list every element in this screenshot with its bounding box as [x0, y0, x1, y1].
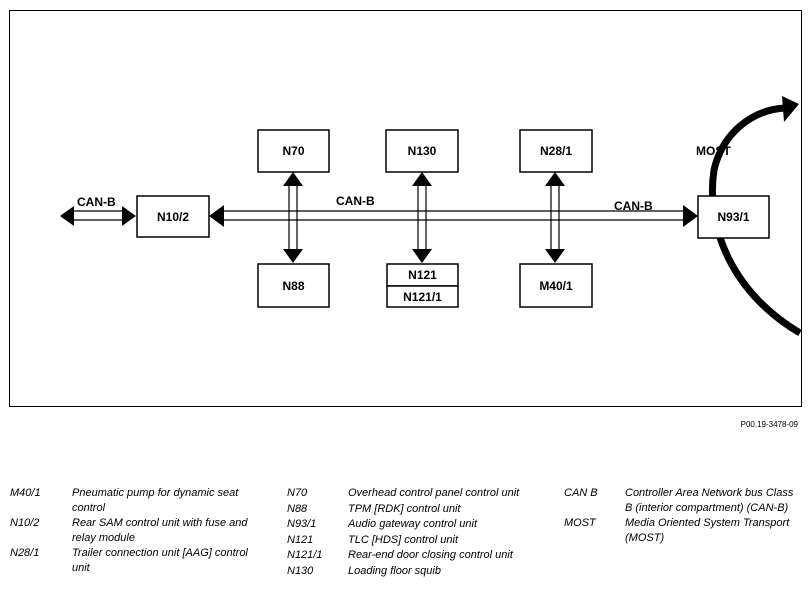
- unit-box-n88: N88: [257, 263, 330, 308]
- legend-column-3: CAN B Controller Area Network bus Class …: [564, 486, 804, 546]
- legend-description: TLC [HDS] control unit: [348, 533, 459, 546]
- legend-code: N130: [287, 564, 314, 577]
- legend-description: Rear SAM control unit with fuse and rela…: [72, 517, 248, 544]
- legend-description: Controller Area Network bus Class B (int…: [625, 487, 794, 514]
- legend-item: N93/1 Audio gateway control unit: [287, 517, 547, 532]
- legend-code: N70: [287, 487, 308, 499]
- legend-description: Trailer connection unit [AAG] control un…: [72, 547, 248, 574]
- legend-code: N93/1: [287, 518, 317, 530]
- legend-code: M40/1: [10, 487, 41, 499]
- svg-text:N121/1: N121/1: [403, 290, 442, 304]
- legend-code: N121: [287, 533, 314, 546]
- unit-box-n121-1: N121/1: [386, 285, 459, 308]
- svg-text:N121: N121: [408, 268, 437, 282]
- legend-item: M40/1 Pneumatic pump for dynamic seat co…: [10, 486, 280, 515]
- branch-n70-n88: [283, 172, 303, 263]
- legend-description: Pneumatic pump for dynamic seat control: [72, 487, 239, 514]
- svg-text:N10/2: N10/2: [157, 210, 189, 224]
- can-b-center-label: CAN-B: [336, 194, 375, 208]
- legend-code: CAN B: [564, 487, 598, 499]
- most-ring-arc: [708, 104, 802, 337]
- branch-n28-m40: [545, 172, 565, 263]
- legend-description: TPM [RDK] control unit: [348, 502, 461, 515]
- legend-item: N121 TLC [HDS] control unit: [287, 533, 547, 548]
- can-b-left-label: CAN-B: [77, 195, 116, 209]
- legend-description: Rear-end door closing control unit: [348, 549, 513, 561]
- legend-column-2: N70 Overhead control panel control unit …: [287, 486, 547, 579]
- legend-item: N10/2 Rear SAM control unit with fuse an…: [10, 516, 280, 545]
- legend-item: CAN B Controller Area Network bus Class …: [564, 486, 804, 515]
- legend-item: N130 Loading floor squib: [287, 564, 547, 579]
- unit-box-n121: N121: [386, 263, 459, 287]
- unit-box-m40-1: M40/1: [519, 263, 593, 308]
- legend-item: MOST Media Oriented System Transport (MO…: [564, 516, 804, 545]
- legend-description: Media Oriented System Transport (MOST): [625, 517, 790, 544]
- can-b-left-arrow: [60, 206, 136, 226]
- legend-code: N28/1: [10, 547, 40, 559]
- legend-code: N10/2: [10, 517, 40, 529]
- branch-n130-n121: [412, 172, 432, 263]
- svg-text:N70: N70: [282, 144, 304, 158]
- unit-box-n93-1: N93/1: [697, 195, 770, 239]
- svg-text:N130: N130: [408, 144, 437, 158]
- legend-code: MOST: [564, 517, 596, 529]
- network-diagram: MOST CAN-B CAN-B CAN-B N70: [60, 96, 802, 337]
- legend-item: N28/1 Trailer connection unit [AAG] cont…: [10, 546, 280, 575]
- legend-description: Overhead control panel control unit: [348, 487, 520, 499]
- legend-code: N121/1: [287, 549, 323, 561]
- legend-description: Audio gateway control unit: [348, 518, 478, 530]
- most-ring-arrowhead: [782, 96, 799, 122]
- svg-text:N28/1: N28/1: [540, 144, 572, 158]
- legend-description: Loading floor squib: [348, 564, 441, 577]
- legend-item: N70 Overhead control panel control unit: [287, 486, 547, 501]
- legend-item: N88 TPM [RDK] control unit: [287, 502, 547, 517]
- legend-column-1: M40/1 Pneumatic pump for dynamic seat co…: [10, 486, 280, 576]
- most-label: MOST: [696, 144, 731, 158]
- can-b-right-label: CAN-B: [614, 199, 653, 213]
- unit-box-n70: N70: [257, 129, 330, 173]
- can-b-main-bus: [209, 205, 698, 227]
- legend-item: N121/1 Rear-end door closing control uni…: [287, 548, 547, 563]
- diagram-frame: [9, 10, 802, 407]
- svg-text:M40/1: M40/1: [539, 279, 573, 293]
- svg-text:N88: N88: [282, 279, 304, 293]
- unit-box-n10-2: N10/2: [136, 195, 210, 238]
- legend-code: N88: [287, 502, 308, 515]
- unit-box-n28-1: N28/1: [519, 129, 593, 173]
- figure-id: P00.19-3478-09: [740, 420, 798, 429]
- unit-box-n130: N130: [385, 129, 459, 173]
- svg-text:N93/1: N93/1: [717, 210, 749, 224]
